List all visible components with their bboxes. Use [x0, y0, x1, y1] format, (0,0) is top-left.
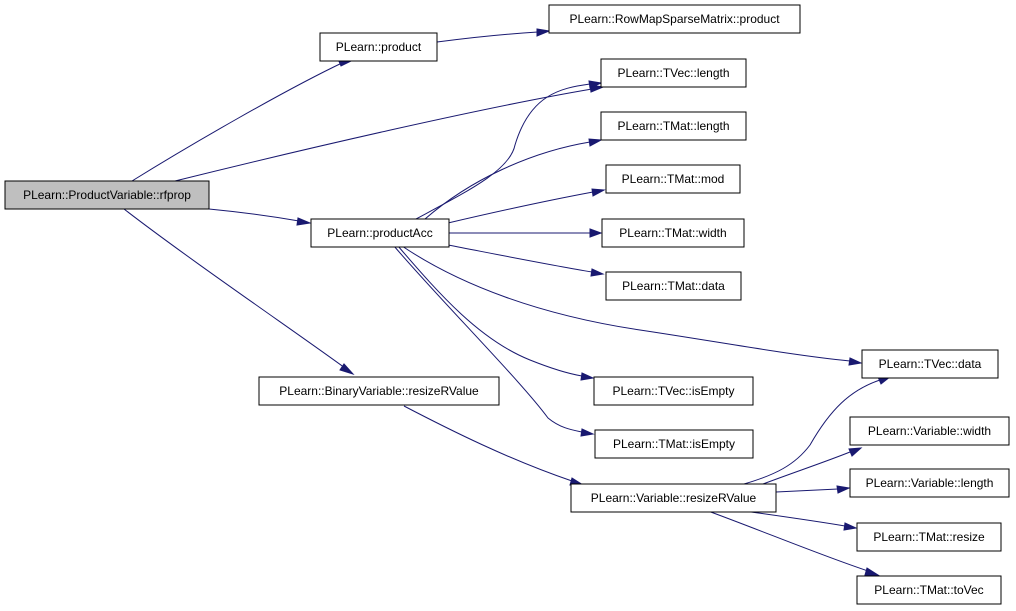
edge-productacc-tmat-width — [449, 228, 603, 238]
node-label: PLearn::TMat::width — [619, 226, 726, 240]
graph-nodes: PLearn::ProductVariable::rfprop PLearn::… — [4, 4, 1010, 605]
node-tmat-width[interactable]: PLearn::TMat::width — [601, 218, 745, 248]
node-tmat-isempty[interactable]: PLearn::TMat::isEmpty — [594, 429, 754, 459]
edge-var-resize-var-width — [762, 447, 863, 485]
node-rowmap-product[interactable]: PLearn::RowMapSparseMatrix::product — [548, 4, 801, 34]
edge-product-rowmap — [436, 28, 551, 43]
edge-productacc-tmat-data — [447, 244, 605, 277]
node-label: PLearn::TVec::length — [617, 66, 729, 80]
node-label: PLearn::TMat::toVec — [874, 583, 983, 597]
edge-productacc-tmat-length — [424, 138, 603, 220]
node-productacc[interactable]: PLearn::productAcc — [310, 218, 450, 248]
edge-rfprop-product — [131, 58, 355, 182]
node-label: PLearn::BinaryVariable::resizeRValue — [279, 384, 479, 398]
edge-rfprop-binary-resize — [123, 208, 355, 376]
node-binary-resize[interactable]: PLearn::BinaryVariable::resizeRValue — [258, 376, 500, 406]
edge-binary-resize-var-resize — [403, 405, 585, 486]
edge-var-resize-tmat-tovec — [707, 510, 880, 576]
edge-productacc-tvec-length — [415, 80, 603, 220]
node-tvec-isempty[interactable]: PLearn::TVec::isEmpty — [593, 376, 754, 406]
node-tvec-length[interactable]: PLearn::TVec::length — [600, 58, 747, 88]
edge-productacc-tvec-isempty — [397, 245, 595, 381]
node-label: PLearn::TMat::length — [617, 119, 729, 133]
node-label: PLearn::productAcc — [327, 226, 432, 240]
node-product[interactable]: PLearn::product — [319, 32, 438, 62]
node-var-width[interactable]: PLearn::Variable::width — [849, 416, 1010, 446]
edge-productacc-tvec-data — [401, 245, 863, 366]
node-label: PLearn::TVec::data — [879, 357, 982, 371]
edge-rfprop-tvec-length — [174, 84, 605, 182]
node-label: PLearn::product — [336, 40, 422, 54]
node-tmat-tovec[interactable]: PLearn::TMat::toVec — [856, 575, 1002, 605]
edge-productacc-tmat-isempty — [393, 245, 595, 437]
node-tmat-mod[interactable]: PLearn::TMat::mod — [605, 164, 741, 194]
node-label: PLearn::Variable::width — [868, 424, 991, 438]
node-tmat-length[interactable]: PLearn::TMat::length — [600, 111, 747, 141]
edge-var-resize-var-length — [775, 485, 851, 494]
graph-edges — [123, 28, 893, 576]
node-label: PLearn::Variable::resizeRValue — [591, 491, 757, 505]
node-var-length[interactable]: PLearn::Variable::length — [849, 468, 1010, 498]
node-label: PLearn::TMat::resize — [873, 530, 985, 544]
node-label: PLearn::ProductVariable::rfprop — [23, 188, 191, 202]
node-rfprop[interactable]: PLearn::ProductVariable::rfprop — [4, 180, 210, 210]
edge-rfprop-productacc — [208, 208, 312, 226]
node-label: PLearn::TMat::data — [622, 279, 725, 293]
node-tmat-data[interactable]: PLearn::TMat::data — [605, 271, 742, 301]
node-tmat-resize[interactable]: PLearn::TMat::resize — [856, 522, 1002, 552]
node-label: PLearn::Variable::length — [866, 476, 994, 490]
node-label: PLearn::TMat::isEmpty — [613, 437, 735, 451]
node-label: PLearn::TVec::isEmpty — [612, 384, 734, 398]
node-label: PLearn::TMat::mod — [622, 172, 725, 186]
node-var-resize[interactable]: PLearn::Variable::resizeRValue — [570, 483, 777, 513]
edge-productacc-tmat-mod — [447, 188, 606, 224]
node-tvec-data[interactable]: PLearn::TVec::data — [861, 349, 999, 379]
node-label: PLearn::RowMapSparseMatrix::product — [569, 12, 780, 26]
edge-var-resize-tmat-resize — [743, 510, 858, 531]
